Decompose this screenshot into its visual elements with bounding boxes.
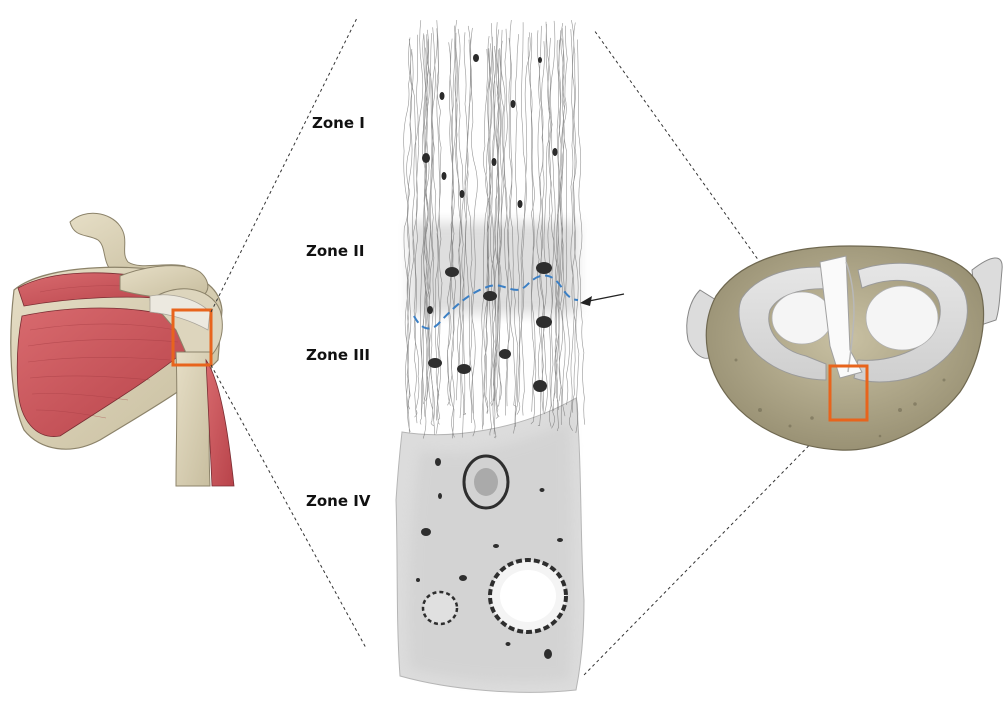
collagen-fiber bbox=[458, 29, 466, 415]
zone-iv-label: Zone IV bbox=[306, 492, 370, 510]
collagen-fiber bbox=[508, 20, 517, 407]
tidemark-arrow bbox=[580, 294, 624, 306]
collagen-fiber bbox=[413, 20, 423, 423]
connector-left-top bbox=[211, 18, 357, 312]
shoulder-illustration bbox=[11, 213, 234, 486]
knee-plateau-illustration bbox=[687, 246, 1002, 450]
zone-i-label: Zone I bbox=[312, 114, 365, 132]
zone-ii-label: Zone II bbox=[306, 242, 364, 260]
collagen-fiber bbox=[578, 40, 585, 425]
enthesis-histology bbox=[396, 20, 624, 692]
zone-iii-label: Zone III bbox=[306, 346, 370, 364]
connector-right-bottom bbox=[583, 420, 834, 676]
arm-muscle bbox=[206, 360, 234, 486]
